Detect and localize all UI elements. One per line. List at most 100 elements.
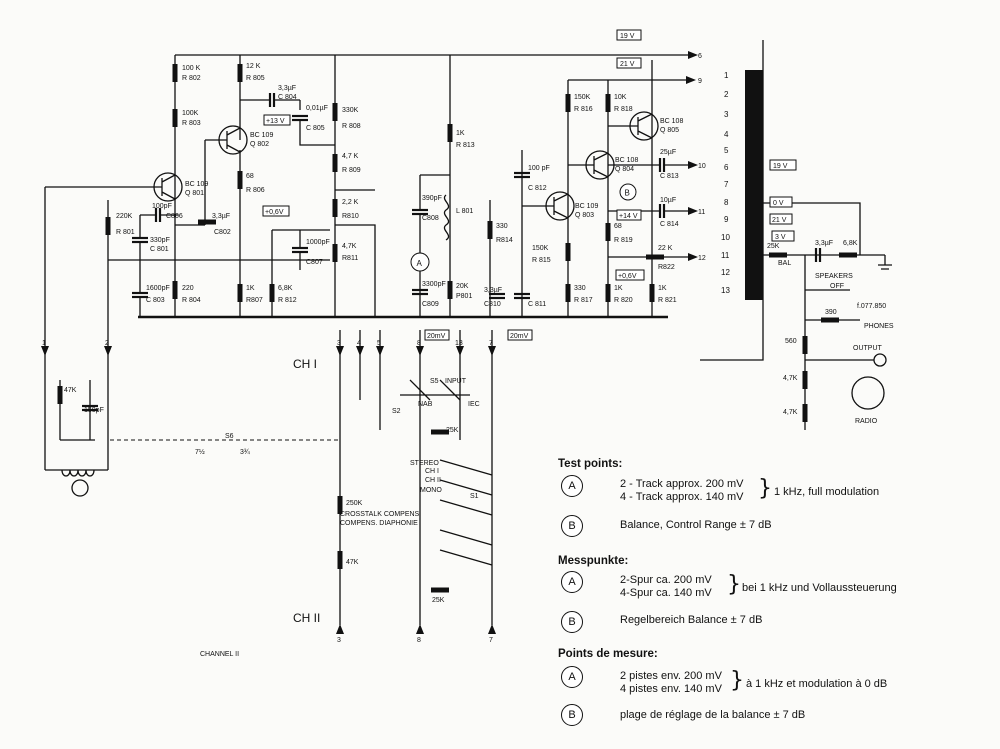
test-point-b — [619, 183, 637, 201]
schematic-label: 7 — [489, 340, 493, 347]
connector-pin-labels: 1 2 3 4 5 6 7 8 9 10 11 12 13 — [721, 71, 730, 295]
schematic-label: 9 — [724, 215, 729, 224]
schematic-label: R 813 — [456, 142, 475, 149]
tape-head-coil — [61, 469, 95, 477]
schematic-label: MONO — [420, 487, 442, 494]
capacitor-c814 — [658, 202, 666, 220]
schematic-label: 390 — [825, 309, 837, 316]
schematic-label: R 808 — [342, 123, 361, 130]
schematic-label: R 820 — [614, 297, 633, 304]
schematic-label: B — [625, 189, 630, 198]
resistor-r819 — [605, 223, 611, 241]
schematic-label: C806 — [166, 213, 183, 220]
de-a-line1: 2-Spur ca. 200 mV — [620, 574, 712, 586]
schematic-label: CHANNEL II — [200, 651, 239, 658]
schematic-label: 10K — [614, 94, 627, 101]
schematic-label: S1 — [470, 493, 479, 500]
resistor-r811 — [332, 244, 338, 262]
schematic-label: 25K — [767, 243, 780, 250]
schematic-label: 390pF — [422, 195, 442, 202]
output-jack — [873, 353, 887, 367]
schematic-label: 4 — [357, 340, 361, 347]
schematic-label: 8 — [417, 637, 421, 644]
heading-points-de-mesure: Points de mesure: — [558, 648, 658, 660]
schematic-label: 20mV — [510, 333, 529, 340]
schematic-label: S5 — [430, 378, 439, 385]
schematic-label: R 819 — [614, 237, 633, 244]
schematic-label: 4,7K — [342, 243, 357, 250]
schematic-label: 3¾ — [240, 449, 250, 456]
pin6-arrow — [688, 51, 698, 59]
schematic-label: 3 — [337, 340, 341, 347]
schematic-label: +0,6V — [265, 209, 284, 216]
schematic-label: 21 V — [620, 61, 635, 68]
schematic-label: R807 — [246, 297, 263, 304]
schematic-label: 4 — [724, 130, 729, 139]
marker-b-en: B — [561, 515, 583, 537]
capacitor-c802 — [198, 219, 216, 225]
schematic-label: 3,3µF — [278, 85, 296, 92]
potentiometer-25k-bal — [769, 252, 787, 258]
schematic-label: 4,7K — [783, 375, 798, 382]
schematic-label: 19 V — [773, 163, 788, 170]
schematic-label: R 802 — [182, 75, 201, 82]
schematic-label: 10µF — [660, 197, 676, 204]
resistor-r820 — [605, 284, 611, 302]
schematic-label: 3,3µF — [212, 213, 230, 220]
schematic-label: 12 — [698, 255, 706, 262]
schematic-label: R 816 — [574, 106, 593, 113]
schematic-label: 100K — [182, 110, 199, 117]
de-a-condition: bei 1 kHz und Vollaussteuerung — [742, 582, 897, 594]
resistor-r810 — [332, 199, 338, 217]
schematic-label: 19 V — [620, 33, 635, 40]
capacitor-c806 — [154, 206, 162, 224]
schematic-label: R 803 — [182, 120, 201, 127]
schematic-label: 68 — [246, 173, 254, 180]
en-a-condition: 1 kHz, full modulation — [774, 486, 880, 498]
capacitor-c808 — [410, 208, 430, 216]
schematic-label: +13 V — [266, 118, 285, 125]
schematic-label: NAB — [418, 401, 433, 408]
brace-de: } — [727, 572, 741, 597]
radio-din-socket — [851, 376, 885, 410]
schematic-label: f.077.850 — [857, 303, 886, 310]
potentiometer-p801 — [447, 281, 453, 299]
schematic-label: R814 — [496, 237, 513, 244]
label-ch1: CH I — [293, 357, 317, 371]
schematic-label: COMPENS. DIAPHONIE — [340, 520, 418, 527]
capacitor-c807 — [290, 246, 310, 254]
schematic-label: 100pF — [152, 203, 172, 210]
schematic-label: C 812 — [528, 185, 547, 192]
schematic-label: RADIO — [855, 418, 878, 425]
schematic-label: 1 — [42, 340, 46, 347]
schematic-label: STEREO — [410, 460, 439, 467]
fr-a-condition: à 1 kHz et modulation à 0 dB — [746, 678, 888, 690]
marker-b-de: B — [561, 611, 583, 633]
marker-a-de: A — [561, 571, 583, 593]
schematic-label: R 806 — [246, 187, 265, 194]
schematic-label: R811 — [342, 255, 358, 262]
heading-messpunkte: Messpunkte: — [558, 555, 629, 567]
en-b: Balance, Control Range ± 7 dB — [620, 519, 772, 531]
resistor-r808 — [332, 103, 338, 121]
schematic-label: 9 — [698, 78, 702, 85]
resistor-r814 — [487, 221, 493, 239]
resistor-r813 — [447, 124, 453, 142]
schematic-label: BC 108 — [660, 118, 683, 125]
resistor-390 — [821, 317, 839, 323]
heading-test-points: Test points: — [558, 458, 623, 470]
schematic-label: C 813 — [660, 173, 679, 180]
resistor-r806 — [237, 171, 243, 189]
resistor-r807 — [237, 284, 243, 302]
schematic-label: 220 — [182, 285, 194, 292]
resistor-r804 — [172, 281, 178, 299]
schematic-label: OFF — [830, 283, 844, 290]
schematic-label: 6 — [698, 53, 702, 60]
schematic-label: R810 — [342, 213, 359, 220]
schematic-label: 1K — [658, 285, 667, 292]
de-b: Regelbereich Balance ± 7 dB — [620, 614, 763, 626]
schematic-label: 150pF — [84, 407, 104, 414]
schematic-label: 330pF — [150, 237, 170, 244]
schematic-label: 0,01µF — [306, 105, 328, 112]
schematic-label: R 815 — [532, 257, 551, 264]
